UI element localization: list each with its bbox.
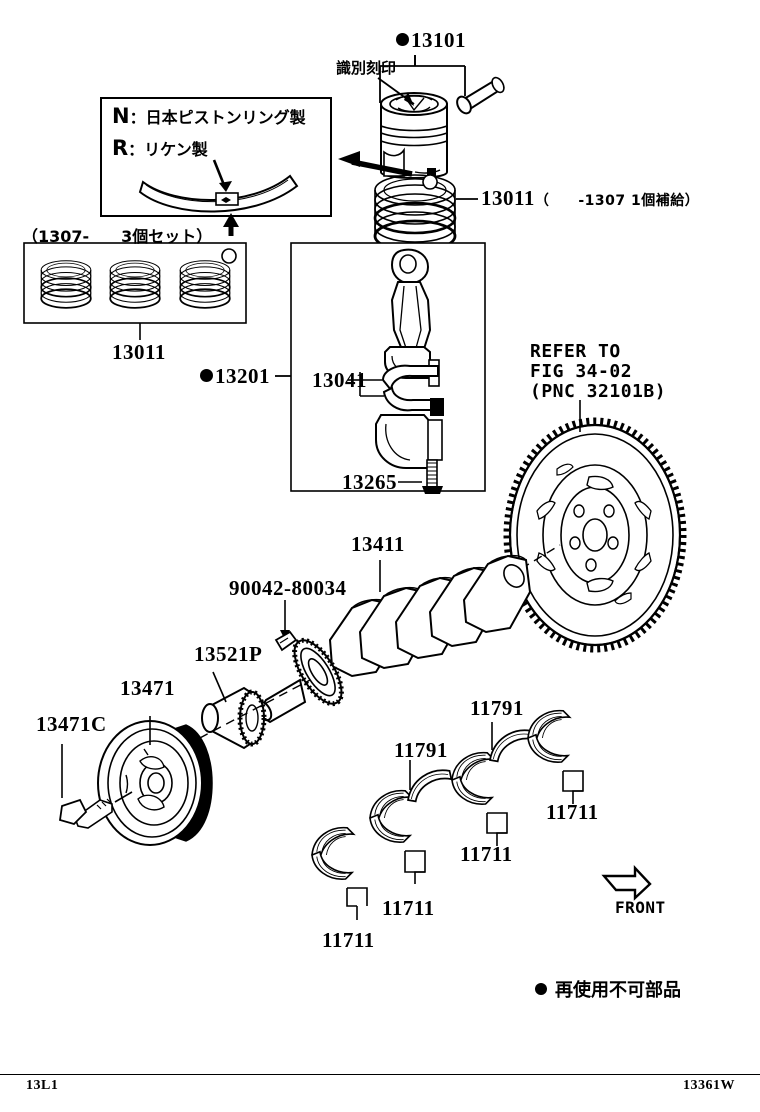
- identification-stamp-note: 識別刻印: [336, 59, 397, 77]
- part-label-13011-single: 13011（ -1307 1個補給）: [481, 186, 699, 211]
- legend-line-r: R：リケン製: [112, 136, 208, 160]
- non-reusable-legend: 再使用不可部品: [535, 976, 681, 1002]
- part-label-11711-4: 11711: [546, 800, 599, 824]
- part-label-13041: 13041: [312, 368, 367, 392]
- non-reusable-bullet-icon-2: [200, 368, 214, 382]
- part-number-13201: 13201: [215, 364, 271, 388]
- refer-to-line2: FIG 34-02: [530, 361, 633, 382]
- footer-divider: [0, 1074, 760, 1075]
- legend-value-r: ：リケン製: [128, 140, 208, 159]
- part-label-11711-2: 11711: [382, 896, 435, 920]
- non-reusable-legend-text: 再使用不可部品: [555, 980, 681, 1001]
- part-label-11791-upper: 11791: [470, 696, 524, 720]
- part-label-90042-80034: 90042-80034: [229, 576, 347, 600]
- part-label-13471: 13471: [120, 676, 175, 700]
- refer-to-line1: REFER TO: [530, 341, 621, 362]
- footer-right-code: 13361W: [683, 1078, 735, 1093]
- non-reusable-bullet-icon-3: [535, 982, 547, 995]
- refer-to-note: REFER TO FIG 34-02 (PNC 32101B): [530, 342, 666, 402]
- legend-key-r: R: [112, 136, 129, 160]
- part-label-13011-set: 13011: [112, 340, 166, 364]
- part-label-13521P: 13521P: [194, 642, 263, 666]
- refer-to-line3: (PNC 32101B): [530, 381, 667, 402]
- non-reusable-bullet-icon: [396, 32, 410, 46]
- part-label-11711-1: 11711: [322, 928, 375, 952]
- part-number-13101: 13101: [411, 28, 467, 52]
- part-label-13101: 13101: [396, 28, 466, 53]
- legend-key-n: N: [112, 104, 130, 128]
- part-label-13265: 13265: [342, 470, 397, 494]
- front-direction-label: FRONT: [615, 898, 666, 917]
- part-number-13011-single: 13011: [481, 186, 535, 210]
- part-note-13011-single: （ -1307 1個補給）: [534, 193, 700, 209]
- legend-line-n: N：日本ピストンリング製: [112, 104, 306, 128]
- part-label-13411: 13411: [351, 532, 405, 556]
- legend-value-n: ：日本ピストンリング製: [129, 108, 306, 127]
- part-label-11711-3: 11711: [460, 842, 513, 866]
- part-label-13471C: 13471C: [36, 712, 107, 736]
- part-label-13201: 13201: [200, 364, 270, 389]
- footer-left-code: 13L1: [26, 1078, 59, 1093]
- ring-set-note: （1307- 3個セット）: [22, 227, 213, 246]
- part-label-11791-lower: 11791: [394, 738, 448, 762]
